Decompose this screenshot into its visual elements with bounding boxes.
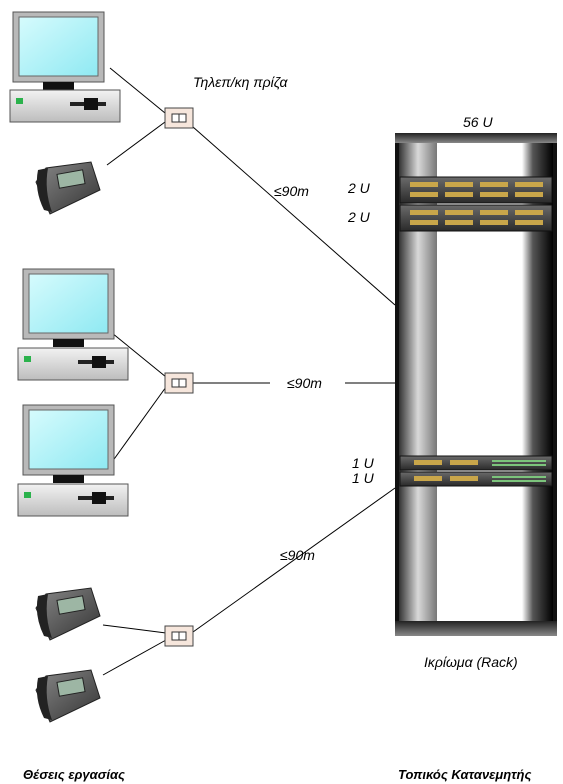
panel-size-label: 1 U	[352, 470, 374, 486]
panel-size-label: 1 U	[352, 455, 374, 471]
distance-label: ≤90m	[287, 375, 322, 391]
distance-label: ≤90m	[274, 183, 309, 199]
distance-label: ≤90m	[280, 547, 315, 563]
ip-phone-icon	[35, 587, 101, 641]
pc-case-icon	[9, 89, 121, 123]
computer-icon	[22, 268, 115, 347]
ip-phone-icon	[35, 161, 101, 215]
rack-name-label: Ικρίωμα (Rack)	[424, 654, 518, 670]
switch-1u	[399, 471, 553, 487]
computer-icon	[12, 11, 105, 90]
pc-case-icon	[17, 483, 129, 517]
local-distributor-caption: Τοπικός Κατανεμητής	[398, 767, 532, 782]
wall-outlet-icon	[164, 107, 194, 129]
cables	[102, 67, 396, 676]
wall-outlet-icon	[164, 372, 194, 394]
panel-size-label: 2 U	[348, 209, 370, 225]
rack-height-label: 56 U	[463, 114, 493, 130]
computer-icon	[22, 404, 115, 483]
ip-phone-icon	[35, 669, 101, 723]
panel-size-label: 2 U	[348, 180, 370, 196]
patch-panel-2u	[399, 176, 553, 204]
pc-case-icon	[17, 347, 129, 381]
wall-outlet-icon	[164, 625, 194, 647]
outlet-label: Τηλεπ/κη πρίζα	[193, 74, 288, 90]
patch-panel-2u	[399, 204, 553, 232]
workstations-caption: Θέσεις εργασίας	[23, 767, 125, 782]
switch-1u	[399, 455, 553, 471]
